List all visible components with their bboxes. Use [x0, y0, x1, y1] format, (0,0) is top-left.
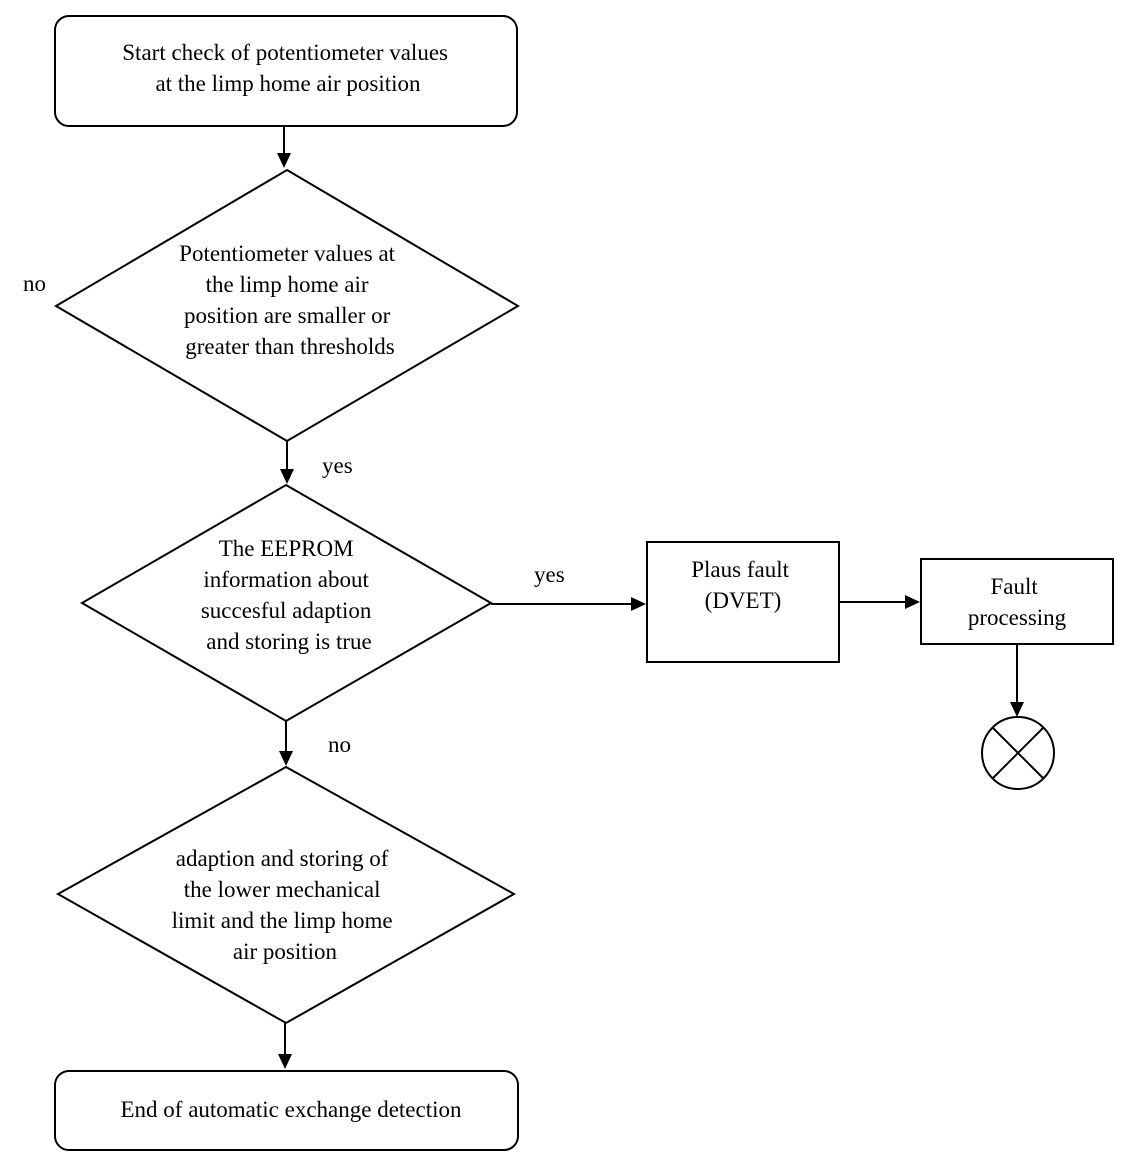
svg-text:Fault processing: Fault processing: [968, 574, 1067, 630]
adaption-line-3: limit and the limp home: [172, 908, 393, 933]
arrowhead-thresholds-to-eeprom: [280, 469, 294, 484]
svg-text:Plaus fault (DVET): Plaus fault (DVET): [691, 557, 795, 613]
decision-thresholds-line-3: position are smaller or: [184, 303, 391, 328]
plaus-fault-line-1: Plaus fault: [691, 557, 789, 582]
decision-thresholds-line-2: the limp home air: [206, 272, 369, 297]
decision-thresholds-line-4: greater than thresholds: [185, 334, 395, 359]
plaus-fault-line-2: (DVET): [705, 588, 782, 613]
svg-text:Start check of potentiometer v: Start check of potentiometer values at t…: [122, 40, 453, 96]
adaption-line-2: the lower mechanical: [184, 877, 381, 902]
fault-processing-box: [920, 558, 1114, 645]
decision-eeprom-line-3: succesful adaption: [201, 598, 372, 623]
arrowhead-plaus-fault-to-fault-processing: [905, 595, 920, 609]
end-box-line-1: End of automatic exchange detection: [120, 1097, 462, 1122]
adaption-line-4: air position: [233, 939, 338, 964]
start-box-line-1: Start check of potentiometer values: [122, 40, 448, 65]
fault-processing-line-2: processing: [968, 605, 1067, 630]
decision-eeprom-line-1: The EEPROM: [219, 536, 354, 561]
edge-label-thresholds-no: no: [23, 271, 46, 296]
svg-text:Potentiometer values at th: Potentiometer values at the limp home ai…: [179, 241, 401, 359]
svg-text:The EEPROM information abo: The EEPROM information about succesful a…: [201, 536, 377, 654]
svg-text:adaption and storing of th: adaption and storing of the lower mechan…: [172, 846, 399, 964]
start-box: [54, 15, 518, 127]
plaus-fault-box: [646, 541, 840, 663]
arrowhead-start-to-thresholds: [277, 153, 291, 168]
adaption-line-1: adaption and storing of: [176, 846, 389, 871]
decision-eeprom-line-2: information about: [203, 567, 369, 592]
decision-eeprom-line-4: and storing is true: [206, 629, 371, 654]
arrowhead-fault-processing-to-terminator: [1010, 702, 1024, 717]
terminator-x-circle-icon: [981, 716, 1055, 790]
arrowhead-eeprom-to-adaption: [279, 751, 293, 766]
arrowhead-adaption-to-end: [278, 1054, 292, 1069]
start-box-line-2: at the limp home air position: [155, 71, 421, 96]
fault-processing-line-1: Fault: [990, 574, 1038, 599]
arrowhead-eeprom-to-plaus-fault: [631, 597, 646, 611]
end-box: [54, 1070, 519, 1151]
decision-thresholds-line-1: Potentiometer values at: [179, 241, 395, 266]
edge-label-eeprom-yes: yes: [534, 562, 565, 587]
edge-label-thresholds-yes: yes: [322, 453, 353, 478]
svg-text:End of automatic exchange dete: End of automatic exchange detection: [120, 1097, 462, 1122]
edge-label-eeprom-no: no: [328, 732, 351, 757]
